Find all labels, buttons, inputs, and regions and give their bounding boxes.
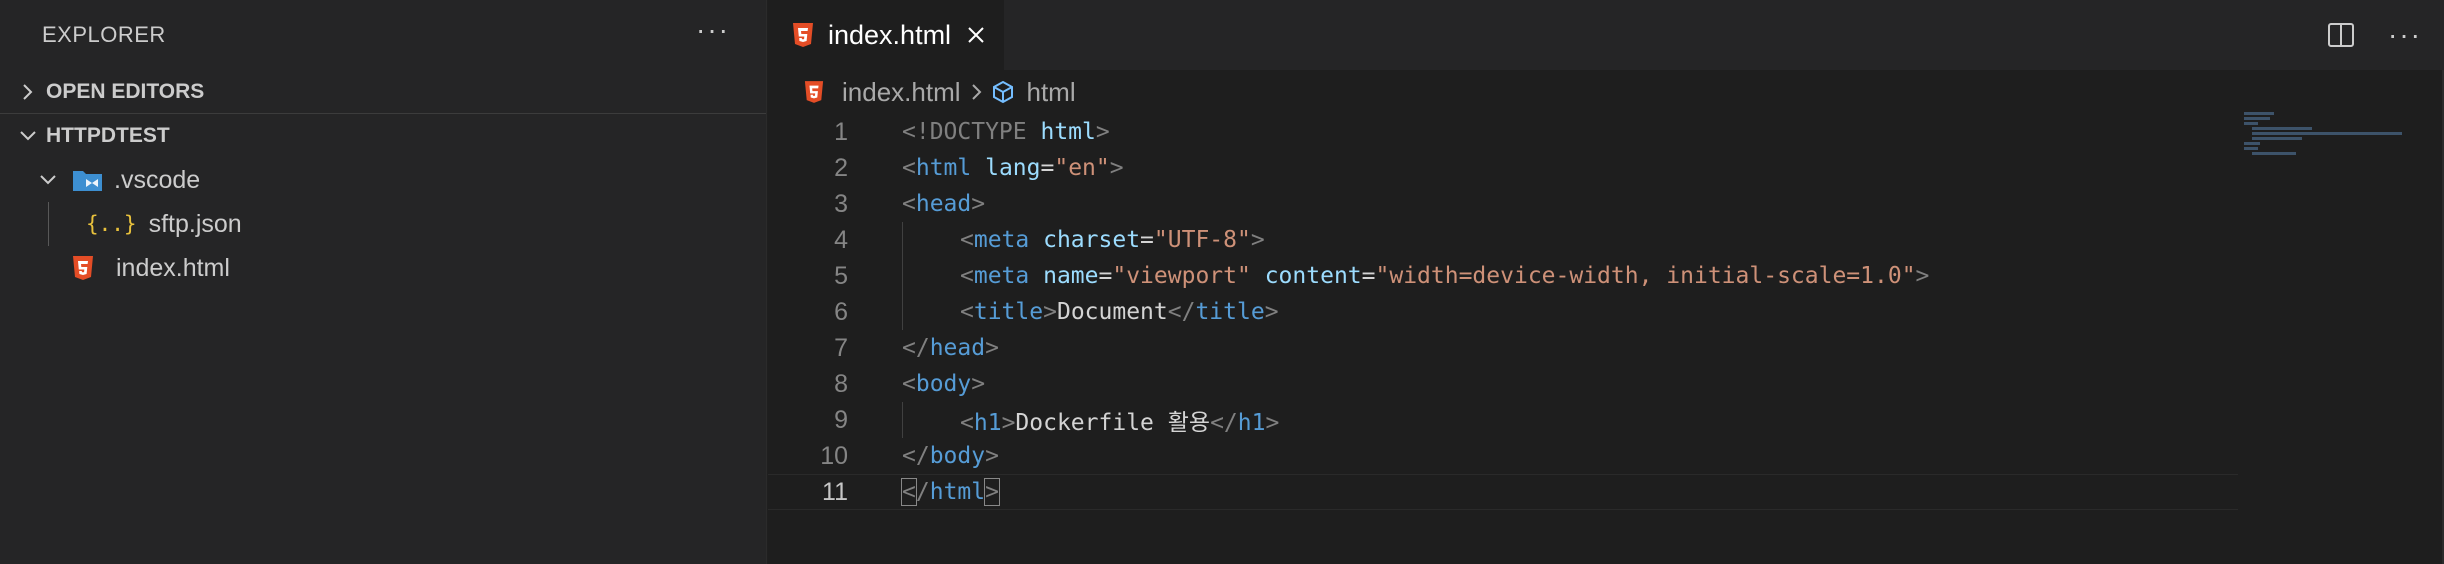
line-number: 10 <box>820 441 848 470</box>
tab-bar: index.html ··· <box>768 0 2444 70</box>
indent-guide <box>902 402 903 438</box>
line-number: 5 <box>834 261 848 290</box>
tab-index-html[interactable]: index.html <box>768 0 1004 70</box>
line-number: 7 <box>834 333 848 362</box>
indent-guide <box>902 222 903 258</box>
breadcrumb-symbol[interactable]: html <box>1026 76 1076 107</box>
explorer-title: EXPLORER <box>42 22 166 47</box>
tree-item-label: sftp.json <box>148 209 242 238</box>
html5-icon <box>804 80 824 104</box>
editor-area: index.html ··· index.html html <box>768 0 2444 564</box>
html5-icon <box>72 255 94 281</box>
symbol-cube-icon <box>991 80 1015 104</box>
workspace-section[interactable]: HTTPDTEST <box>0 114 766 158</box>
json-icon: {..} <box>86 212 137 236</box>
open-editors-section[interactable]: OPEN EDITORS <box>0 70 766 114</box>
code-line: 2 <html lang="en"> <box>768 150 2238 186</box>
line-number: 3 <box>834 189 848 218</box>
editor-actions: ··· <box>2328 0 2444 70</box>
code-editor[interactable]: 1 <!DOCTYPE html> 2 <html lang="en"> 3 <… <box>768 114 2238 510</box>
more-actions-icon[interactable]: ··· <box>2388 19 2422 50</box>
chevron-right-icon <box>14 82 42 102</box>
chevron-down-icon <box>34 173 62 187</box>
breadcrumb-file[interactable]: index.html <box>842 76 961 107</box>
indent-guide <box>902 258 903 294</box>
tree-item-label: index.html <box>116 253 230 282</box>
tree-item-sftp-json[interactable]: {..} sftp.json <box>0 202 766 246</box>
tab-label: index.html <box>828 19 952 50</box>
explorer-more-icon[interactable]: ··· <box>696 14 730 45</box>
scrollbar-track[interactable] <box>2442 70 2444 564</box>
indent-guide <box>902 294 903 330</box>
code-line: 6 <title>Document</title> <box>768 294 2238 330</box>
line-number: 4 <box>834 225 848 254</box>
open-editors-label: OPEN EDITORS <box>46 79 205 103</box>
minimap[interactable] <box>2244 112 2424 162</box>
code-line: 3 <head> <box>768 186 2238 222</box>
code-line: 10 </body> <box>768 438 2238 474</box>
html5-icon <box>792 22 814 48</box>
code-line: 7 </head> <box>768 330 2238 366</box>
explorer-header: EXPLORER ··· <box>0 0 766 70</box>
explorer-sidebar: EXPLORER ··· OPEN EDITORS HTTPDTEST .vsc… <box>0 0 767 564</box>
line-number: 11 <box>822 477 848 506</box>
chevron-right-icon <box>971 82 983 102</box>
chevron-down-icon <box>14 129 42 143</box>
workspace-label: HTTPDTEST <box>46 124 170 147</box>
code-line: 4 <meta charset="UTF-8"> <box>768 222 2238 258</box>
tree-item-vscode-folder[interactable]: .vscode <box>0 158 766 202</box>
close-icon[interactable] <box>967 26 985 44</box>
line-number: 2 <box>834 153 848 182</box>
tree-item-label: .vscode <box>114 165 201 194</box>
indent-guide <box>48 202 49 246</box>
line-number: 1 <box>834 117 848 146</box>
code-line: 1 <!DOCTYPE html> <box>768 114 2238 150</box>
split-editor-icon[interactable] <box>2328 23 2355 47</box>
code-line: 9 <h1>Dockerfile 활용</h1> <box>768 402 2238 438</box>
line-number: 8 <box>834 369 848 398</box>
breadcrumb: index.html html <box>768 70 2444 114</box>
code-line-current: 11 </html> <box>768 474 2238 510</box>
code-line: 5 <meta name="viewport" content="width=d… <box>768 258 2238 294</box>
line-number: 9 <box>834 405 848 434</box>
line-number: 6 <box>834 297 848 326</box>
tree-item-index-html[interactable]: index.html <box>0 246 766 290</box>
code-line: 8 <body> <box>768 366 2238 402</box>
vscode-folder-icon <box>72 167 104 193</box>
